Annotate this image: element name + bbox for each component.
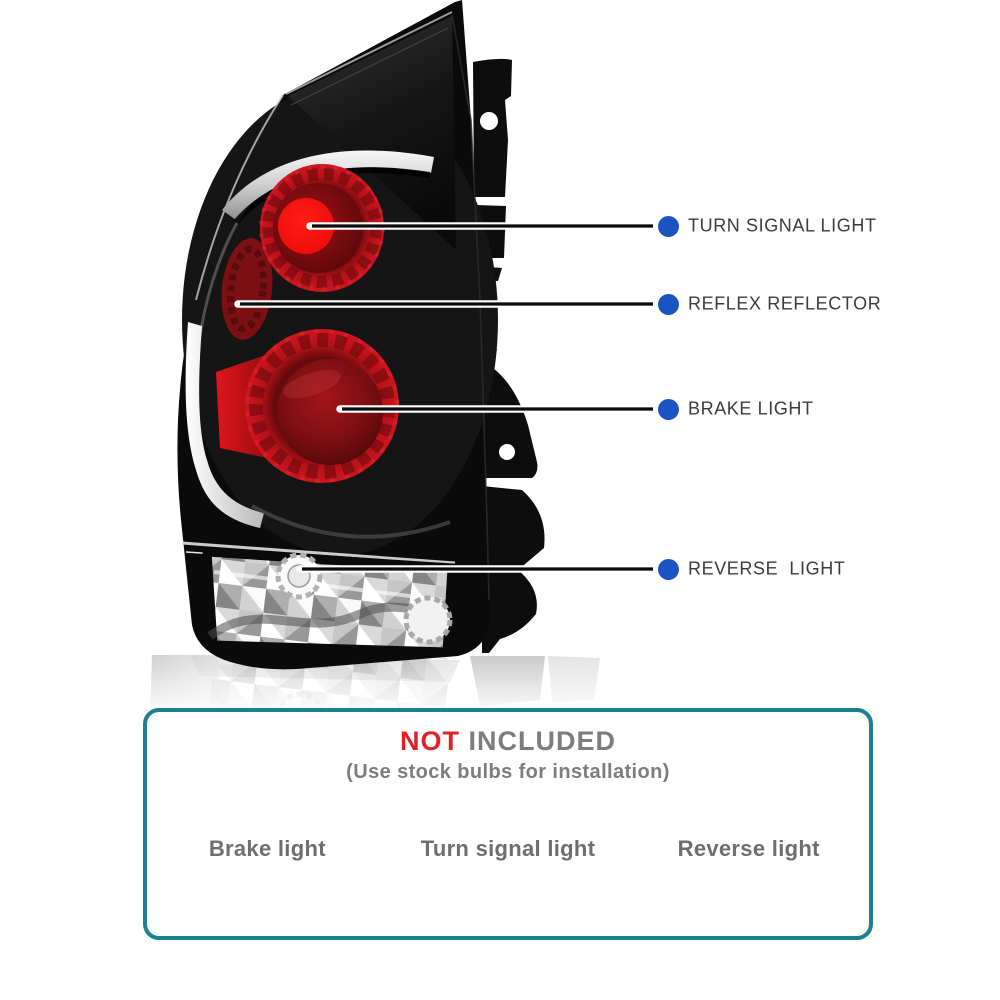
title-rest: INCLUDED: [460, 726, 616, 756]
bulb-item: Brake light: [208, 836, 326, 861]
bulb-item: Turn signal light: [420, 836, 596, 861]
blue-dot-icon: [657, 398, 679, 420]
title-highlight: NOT: [400, 726, 460, 756]
callout-label: BRAKE LIGHT: [688, 398, 814, 419]
reverse-light-lens: [202, 547, 457, 657]
blue-dot-icon: [657, 558, 679, 580]
bulb-item: Reverse light: [677, 836, 820, 861]
callout-label: REVERSE LIGHT: [688, 558, 846, 579]
callout-label: TURN SIGNAL LIGHT: [688, 215, 877, 236]
screw-hole-bottom: [499, 444, 515, 460]
bulb-items-row: Brake light Turn signal light Reverse li…: [147, 836, 869, 862]
not-included-subtitle: (Use stock bulbs for installation): [346, 761, 670, 783]
callout-label: REFLEX REFLECTOR: [688, 293, 882, 314]
blue-dot-icon: [657, 215, 679, 237]
callout-lines: [234, 222, 657, 573]
reflex-reflector-lens: [221, 238, 273, 340]
blue-dot-icon: [657, 293, 679, 315]
not-included-title: NOT INCLUDED: [147, 726, 869, 757]
screw-hole-top: [480, 112, 498, 130]
not-included-box: NOT INCLUDED (Use stock bulbs for instal…: [143, 708, 873, 940]
reverse-bulb-socket: [403, 595, 453, 645]
